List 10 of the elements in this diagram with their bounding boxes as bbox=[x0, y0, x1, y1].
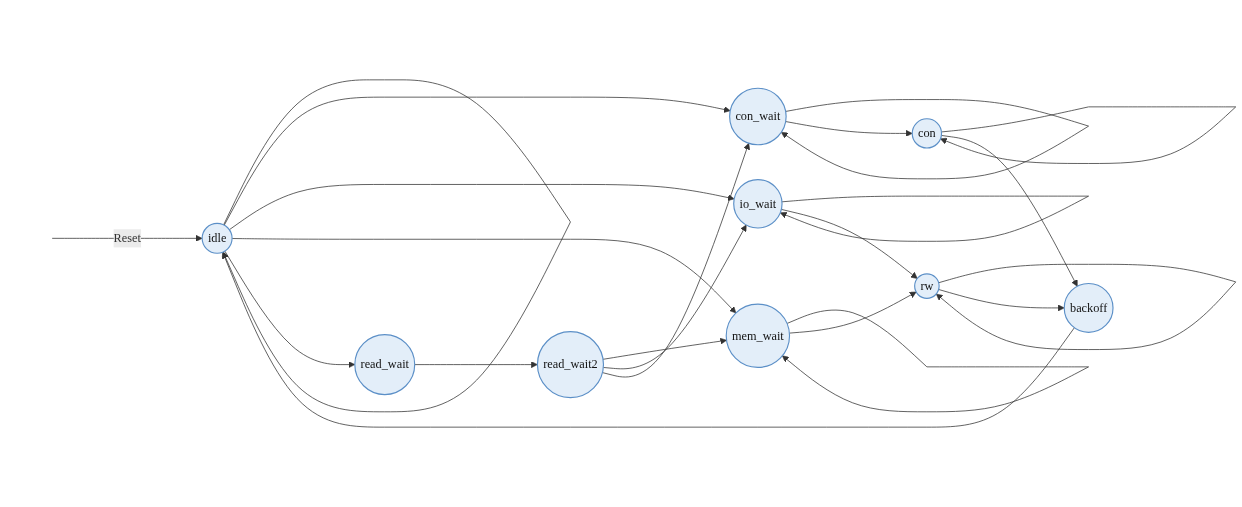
node-circle: read_wait2 bbox=[536, 331, 605, 399]
node-circle: idle bbox=[201, 222, 233, 254]
node-circle: io_wait bbox=[733, 179, 783, 229]
node-circle: con_wait bbox=[729, 87, 787, 146]
node-circle: rw bbox=[914, 273, 940, 299]
node-circle: read_wait bbox=[354, 334, 416, 396]
node-circle: mem_wait bbox=[725, 303, 791, 368]
node-circle: backoff bbox=[1063, 282, 1114, 333]
edge-label: Reset bbox=[113, 231, 141, 245]
node-circle: con bbox=[911, 118, 943, 149]
